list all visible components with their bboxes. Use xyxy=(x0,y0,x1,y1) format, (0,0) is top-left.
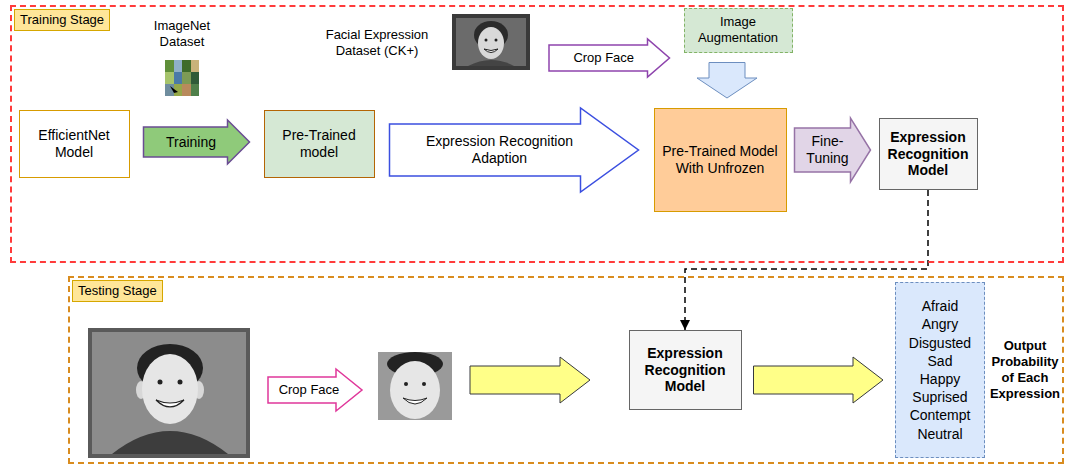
step-label: Crop Face xyxy=(279,382,340,398)
edge-label-box: Training xyxy=(148,127,235,157)
training-stage-band: Training Stage ImageNet Dataset Facial Exp… xyxy=(10,5,1064,263)
node-content: EfficientNet Model xyxy=(24,127,125,161)
crop-arrow xyxy=(268,369,362,411)
test-face-photo xyxy=(88,328,250,458)
model-box: Expression Recognition Model xyxy=(629,330,742,410)
node-content: Facial Expression Dataset (CK+) xyxy=(302,27,452,58)
node-content: Image Augmentation xyxy=(689,14,788,45)
box-label: Image Augmentation xyxy=(689,14,788,45)
output-caption: Output Probability of Each Expression xyxy=(986,338,1064,403)
box-label: Expression Recognition Model xyxy=(634,345,737,395)
model-box: EfficientNet Model xyxy=(19,110,130,178)
model-box: Pre-Trained model xyxy=(264,110,375,178)
box-label: Pre-Trained Model With Unfrozen xyxy=(659,143,782,177)
box-label: Expression Recognition Model xyxy=(884,129,973,179)
node-content: Pre-Trained model xyxy=(269,127,370,161)
node-content: Expression Recognition Model xyxy=(634,345,737,395)
output-list-box: AfraidAngryDisgustedSadHappySuprisedCont… xyxy=(895,282,985,458)
label-box: Crop Face xyxy=(270,378,348,402)
node-content: ImageNet Dataset xyxy=(142,18,222,49)
model-box: Expression Recognition Model xyxy=(879,118,978,190)
box-label: EfficientNet Model xyxy=(24,127,125,161)
stage-heading: Testing Stage xyxy=(72,280,163,302)
dataset-face-photo xyxy=(452,14,530,70)
expression-item: Contempt xyxy=(909,406,971,424)
stage-heading: Training Stage xyxy=(14,9,110,31)
expression-item: Neutral xyxy=(909,425,971,443)
block-arrow xyxy=(795,118,871,182)
expression-item: Sad xyxy=(909,352,971,370)
dataset-caption: Facial Expression Dataset (CK+) xyxy=(302,27,452,58)
edge-label: Fine-Tuning xyxy=(799,133,857,167)
expression-item: Happy xyxy=(909,370,971,388)
dataset-node: ImageNet Dataset xyxy=(130,18,234,102)
dataset-caption: ImageNet Dataset xyxy=(142,18,222,49)
block-arrow xyxy=(144,120,250,164)
block-arrow xyxy=(549,39,670,77)
testing-stage-band: Testing StageExpression Recognition Mode… xyxy=(68,276,1064,464)
expression-item: Suprised xyxy=(909,388,971,406)
block-arrow xyxy=(390,108,639,192)
model-box: Pre-Trained Model With Unfrozen xyxy=(654,108,787,212)
expression-item: Angry xyxy=(909,315,971,333)
label-box: Output Probability of Each Expression xyxy=(986,322,1064,418)
node-content: Pre-Trained Model With Unfrozen xyxy=(659,143,782,177)
yellow-arrow xyxy=(470,357,590,403)
dashed-connector xyxy=(685,190,928,330)
edge-label-box: Expression Recognition Adaption xyxy=(415,124,585,176)
expression-item: Afraid xyxy=(909,297,971,315)
edge-label: Expression Recognition Adaption xyxy=(415,133,585,167)
node-content: AfraidAngryDisgustedSadHappySuprisedCont… xyxy=(909,297,971,443)
node-content: Expression Recognition Model xyxy=(884,129,973,179)
cropped-face xyxy=(378,352,452,420)
expression-item: Disgusted xyxy=(909,334,971,352)
block-arrow xyxy=(754,357,884,403)
edge-label-box: Crop Face xyxy=(553,45,655,71)
edge-label: Crop Face xyxy=(573,50,634,66)
block-arrow xyxy=(697,63,757,99)
dataset-node: Facial Expression Dataset (CK+) xyxy=(298,12,535,74)
edge-label: Training xyxy=(166,134,216,151)
edge-label-box: Fine-Tuning xyxy=(799,128,857,172)
box-label: Pre-Trained model xyxy=(269,127,370,161)
process-box: Image Augmentation xyxy=(684,8,793,53)
imagenet-mosaic xyxy=(165,60,199,96)
